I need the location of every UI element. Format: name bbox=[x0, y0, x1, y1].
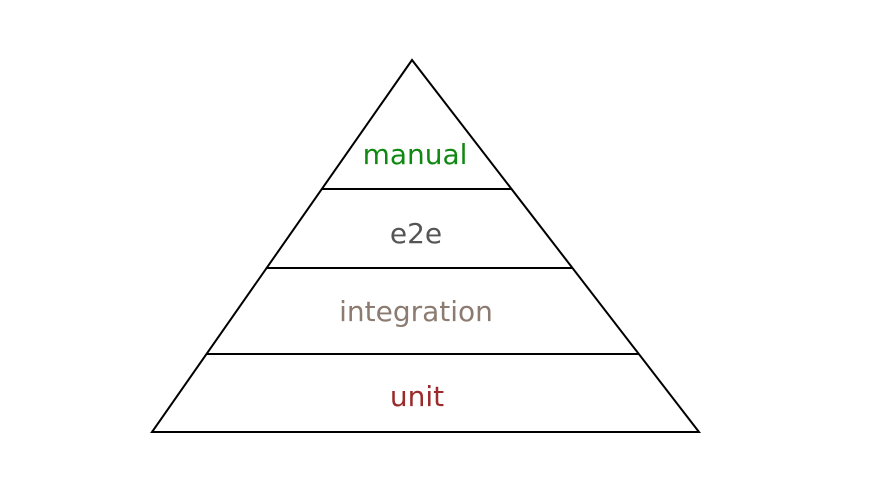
tier-label-unit: unit bbox=[390, 380, 444, 413]
tier-label-e2e: e2e bbox=[390, 217, 442, 250]
tier-label-integration: integration bbox=[339, 295, 493, 328]
pyramid-outline bbox=[150, 58, 702, 433]
tier-label-manual: manual bbox=[363, 138, 468, 171]
